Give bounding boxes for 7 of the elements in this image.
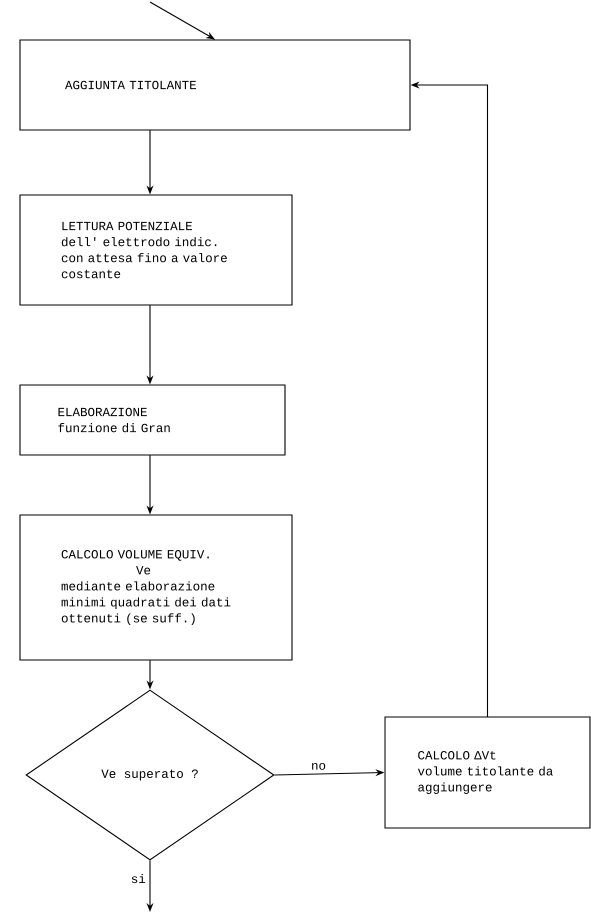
process-box: LETTURA POTENZIALE dell' elettrodo indic. con attesa fino a valore costante — [19, 194, 293, 306]
process-box: CALCOLO VOLUME EQUIV. Ve mediante elaborazione minimi quadrati dei dati ottenuti (se suff.) — [19, 514, 293, 661]
process-box: CALCOLO ΔVt volume titolante da aggiungere — [384, 716, 591, 829]
edge-label: si — [130, 872, 147, 884]
process-box: ELABORAZIONE funzione di Gran — [19, 384, 286, 456]
edge-label: no — [310, 762, 327, 771]
process-box: AGGIUNTA TITOLANTE — [19, 39, 411, 131]
